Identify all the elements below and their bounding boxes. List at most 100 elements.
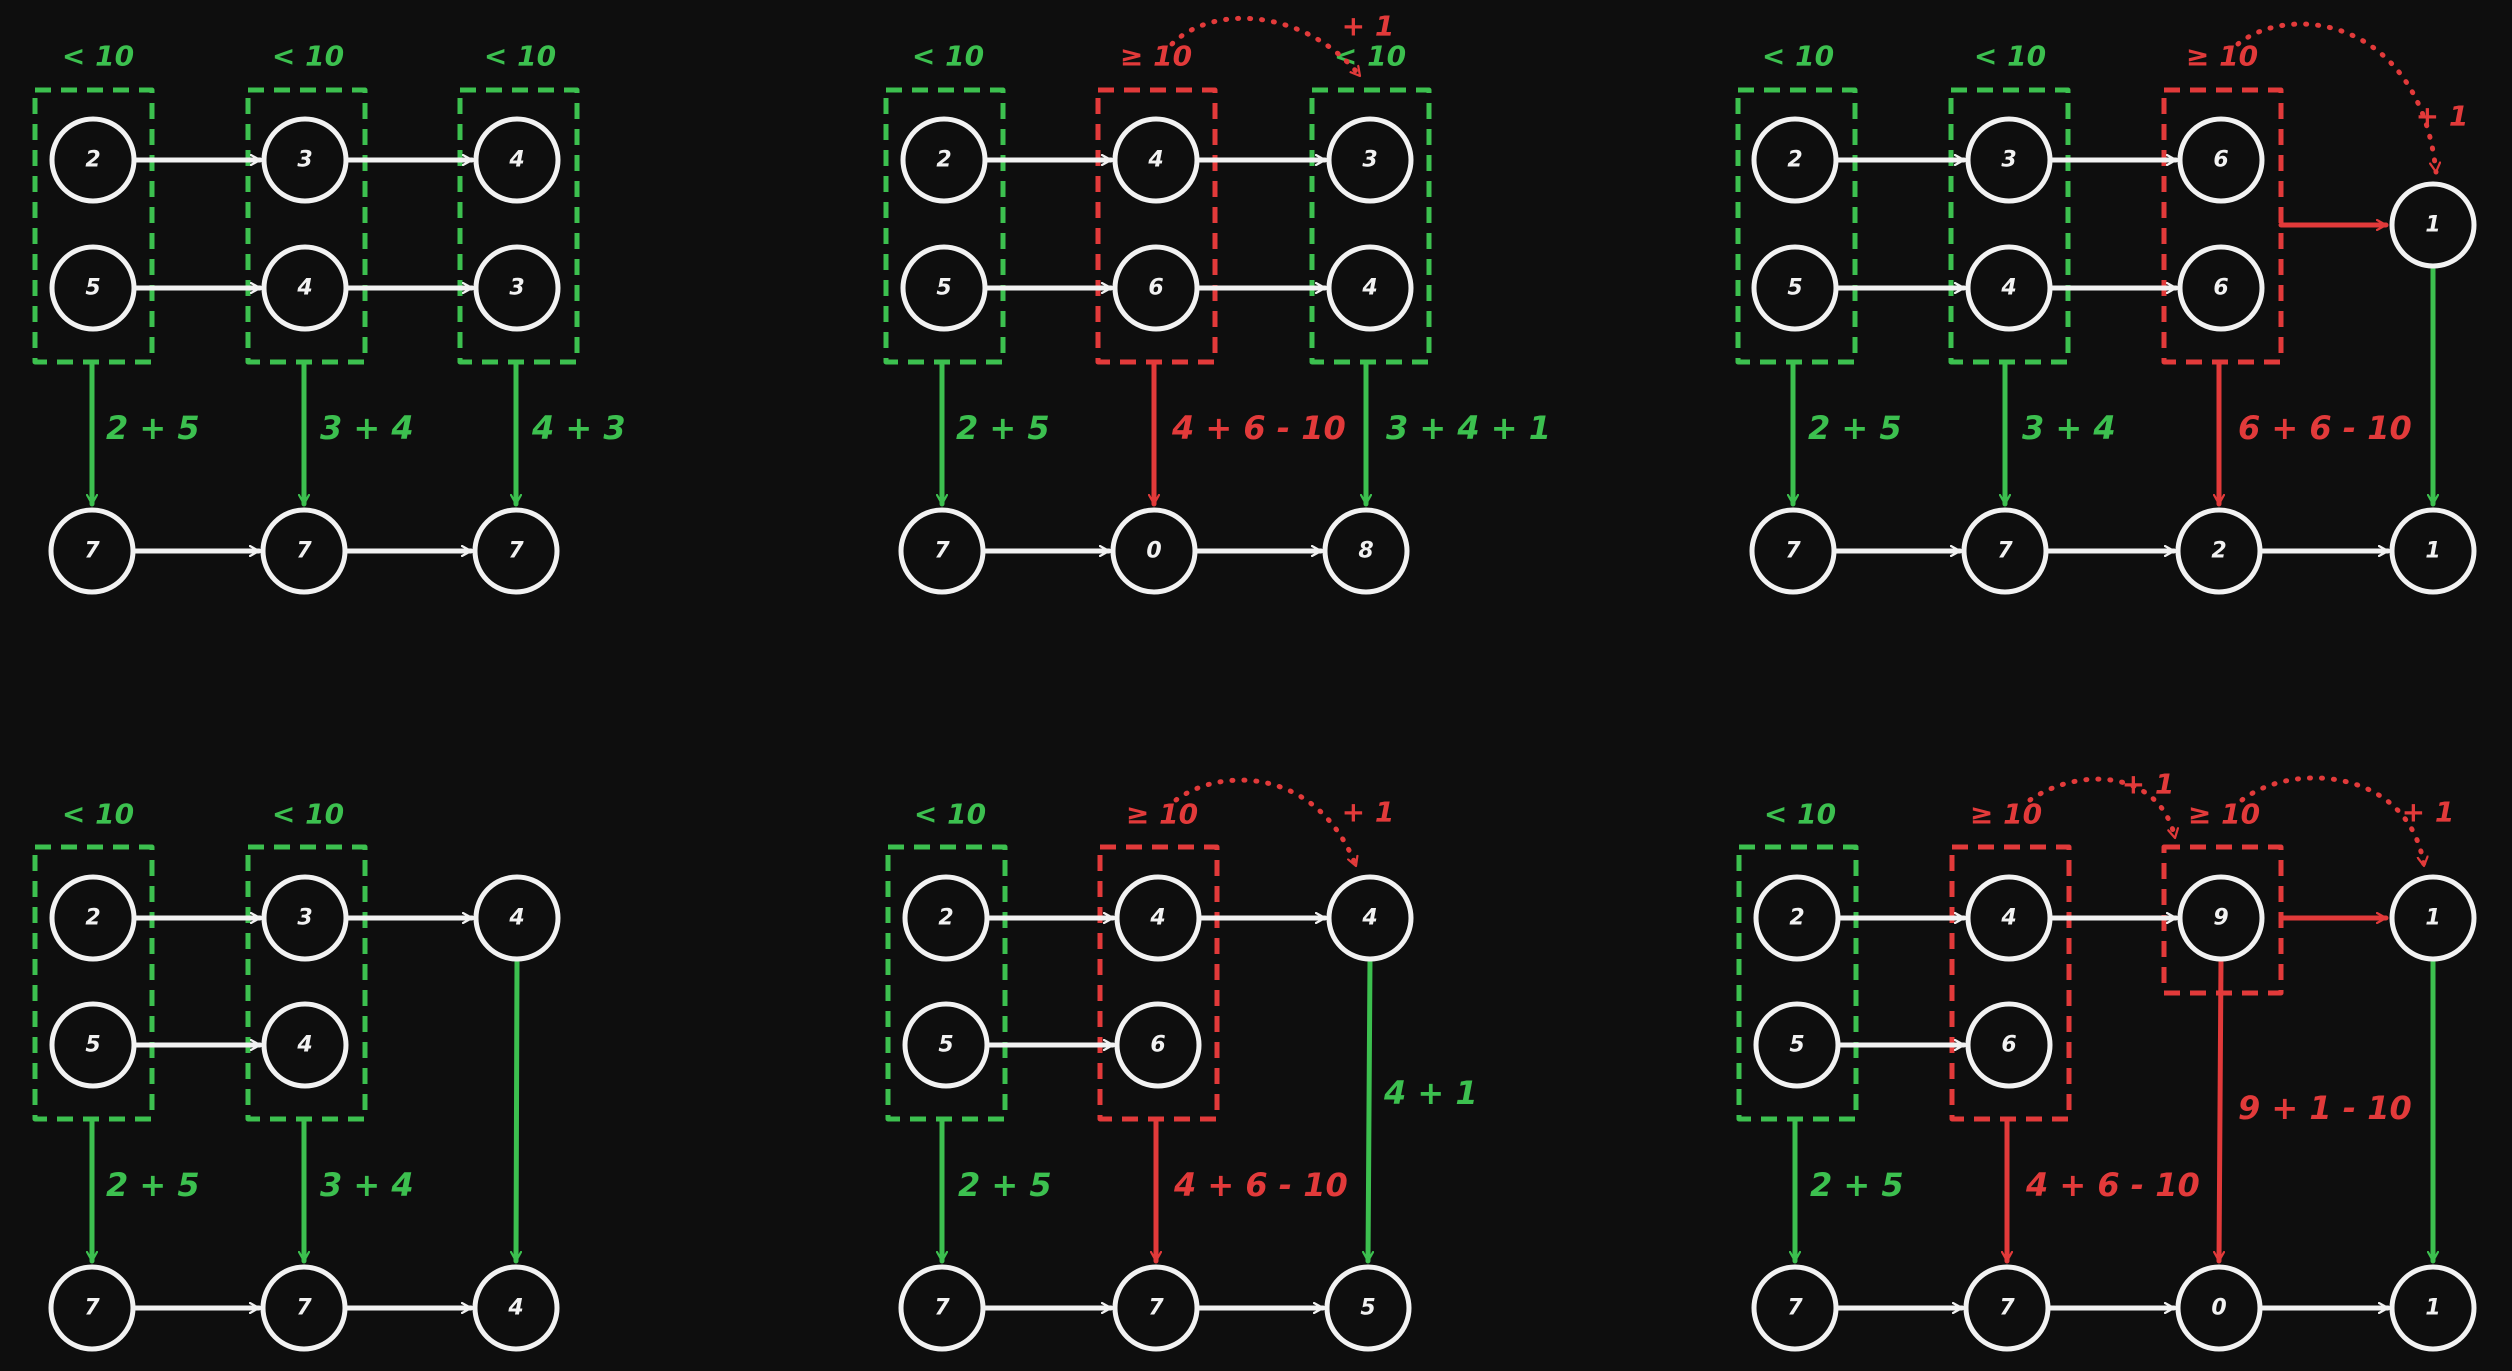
digit-sum-label: 4 + 1 (1383, 1074, 1478, 1112)
node-circle (1326, 244, 1414, 332)
node-value: 1 (2425, 1296, 2440, 1321)
node-value: 4 (508, 148, 524, 173)
threshold-label: < 10 (1334, 40, 1406, 73)
node-circle (1112, 116, 1200, 204)
list-node: 3 (261, 116, 349, 204)
node-value: 7 (296, 539, 312, 564)
node-circle (1965, 874, 2053, 962)
list-node: 3 (1326, 116, 1414, 204)
node-circle (261, 1001, 349, 1089)
node-value: 3 (2001, 148, 2016, 173)
node-circle (1751, 244, 1839, 332)
list-node: 6 (1112, 244, 1200, 332)
list-node: 3 (1965, 116, 2053, 204)
node-value: 7 (934, 539, 950, 564)
node-circle (1965, 1001, 2053, 1089)
node-value: 4 (507, 1296, 523, 1321)
digit-sum-label: 3 + 4 + 1 (1386, 409, 1551, 447)
threshold-label: ≥ 10 (2186, 40, 2258, 73)
node-circle (2177, 874, 2265, 962)
node-circle (48, 1264, 136, 1352)
list-node: 5 (900, 244, 988, 332)
node-value: 7 (1999, 1296, 2015, 1321)
node-circle (1751, 116, 1839, 204)
node-circle (2389, 1264, 2477, 1352)
carry-label: + 1 (1342, 10, 1395, 43)
list-node: 4 (473, 116, 561, 204)
list-node: 4 (1112, 116, 1200, 204)
digit-sum-label: 3 + 4 (2022, 409, 2116, 447)
list-node: 7 (1961, 507, 2049, 595)
node-value: 7 (508, 539, 524, 564)
node-value: 2 (85, 906, 100, 931)
node-circle (1326, 874, 1414, 962)
list-node: 6 (1965, 1001, 2053, 1089)
list-node: 4 (1326, 244, 1414, 332)
node-circle (2175, 1264, 2263, 1352)
node-circle (1114, 1001, 1202, 1089)
list-node: 7 (260, 507, 348, 595)
digit-sum-label: 9 + 1 - 10 (2238, 1089, 2412, 1127)
list-node: 5 (902, 1001, 990, 1089)
node-value: 1 (2425, 539, 2440, 564)
threshold-label: < 10 (1762, 40, 1834, 73)
node-value: 4 (1147, 148, 1163, 173)
list-node: 4 (1326, 874, 1414, 962)
list-node: 7 (1751, 1264, 1839, 1352)
node-value: 0 (1146, 539, 1161, 564)
digit-sum-label: 4 + 6 - 10 (2025, 1166, 2200, 1204)
digit-sum-label: 3 + 4 (320, 409, 414, 447)
threshold-label: < 10 (62, 40, 134, 73)
list-node: 7 (48, 1264, 136, 1352)
digit-sum-label: 2 + 5 (956, 409, 1050, 447)
node-value: 6 (2001, 1033, 2016, 1058)
node-value: 2 (938, 906, 953, 931)
node-circle (1753, 1001, 1841, 1089)
carry-label: + 1 (2416, 100, 2469, 133)
node-value: 2 (85, 148, 100, 173)
list-node: 1 (2389, 874, 2477, 962)
list-node: 4 (473, 874, 561, 962)
list-node: 0 (1110, 507, 1198, 595)
threshold-label: ≥ 10 (1120, 40, 1192, 73)
digit-group-box (885, 844, 1008, 1122)
node-value: 2 (1787, 148, 1802, 173)
threshold-label: ≥ 10 (1970, 798, 2042, 831)
digit-sum-label: 3 + 4 (320, 1166, 414, 1204)
node-circle (261, 116, 349, 204)
node-circle (1749, 507, 1837, 595)
node-circle (2177, 244, 2265, 332)
node-circle (900, 244, 988, 332)
digit-group-box (1949, 844, 2072, 1122)
node-value: 2 (1789, 906, 1804, 931)
list-node: 2 (1751, 116, 1839, 204)
node-circle (2389, 874, 2477, 962)
list-node: 7 (48, 507, 136, 595)
sum-down-arrow (2219, 956, 2221, 1264)
node-value: 3 (509, 276, 524, 301)
node-circle (1326, 116, 1414, 204)
node-value: 6 (1148, 276, 1163, 301)
node-value: 4 (1149, 906, 1165, 931)
digit-sum-label: 4 + 6 - 10 (1171, 409, 1346, 447)
node-value: 7 (1785, 539, 1801, 564)
node-value: 2 (936, 148, 951, 173)
list-node: 2 (1753, 874, 1841, 962)
list-node: 1 (2389, 507, 2477, 595)
node-value: 3 (297, 148, 312, 173)
list-node: 6 (1114, 1001, 1202, 1089)
list-node: 1 (2389, 181, 2477, 269)
node-value: 4 (2000, 276, 2016, 301)
node-circle (472, 1264, 560, 1352)
list-node: 7 (472, 507, 560, 595)
node-value: 6 (1150, 1033, 1165, 1058)
node-value: 6 (2213, 276, 2228, 301)
node-value: 7 (1148, 1296, 1164, 1321)
threshold-label: < 10 (914, 798, 986, 831)
node-circle (1112, 244, 1200, 332)
node-value: 4 (1361, 906, 1377, 931)
node-value: 1 (2425, 906, 2440, 931)
